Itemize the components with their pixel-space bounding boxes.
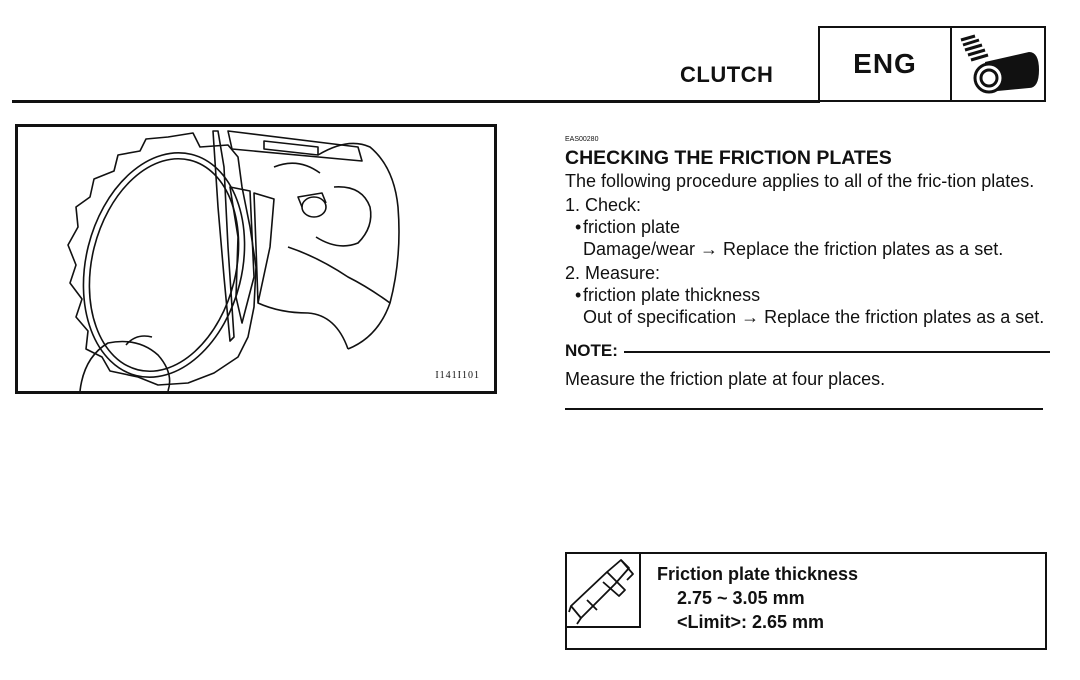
note-label: NOTE:	[565, 341, 618, 360]
figure-code: I141I101	[435, 370, 480, 381]
step-1: 1. Check: •friction plate Damage/wear → …	[565, 194, 1050, 260]
spec-limit: <Limit>: 2.65 mm	[677, 612, 825, 632]
reference-code: EAS00280	[565, 136, 599, 143]
step-item: •friction plate	[575, 217, 681, 237]
header-rule	[12, 100, 820, 103]
spec-title: Friction plate thickness	[657, 564, 859, 584]
step-action: Damage/wear → Replace the friction plate…	[583, 239, 1004, 259]
step-2: 2. Measure: •friction plate thickness Ou…	[565, 262, 1050, 328]
note-header: NOTE:	[565, 340, 1050, 362]
eng-badge: ENG	[818, 26, 1046, 102]
step-label: 2. Measure:	[565, 263, 661, 283]
section-title: CLUTCH	[680, 62, 774, 87]
illustration-caliper-friction-plate: I141I101	[15, 124, 497, 394]
eng-badge-label: ENG	[820, 28, 952, 100]
note-bottom-rule	[565, 408, 1043, 410]
step-action: Out of specification → Replace the frict…	[583, 307, 1045, 327]
caliper-icon	[565, 552, 641, 628]
engine-cylinder-icon	[952, 28, 1044, 100]
procedure-heading: CHECKING THE FRICTION PLATES	[565, 147, 892, 169]
note-text: Measure the friction plate at four place…	[565, 369, 886, 389]
step-label: 1. Check:	[565, 195, 642, 215]
step-item: •friction plate thickness	[575, 285, 761, 305]
spec-range: 2.75 ~ 3.05 mm	[677, 588, 805, 608]
procedure-text: EAS00280 CHECKING THE FRICTION PLATES Th…	[565, 136, 1050, 410]
bullet-icon: •	[575, 217, 582, 237]
bullet-icon: •	[575, 285, 582, 305]
spec-box: Friction plate thickness 2.75 ~ 3.05 mm …	[565, 552, 1047, 650]
intro-text: The following procedure applies to all o…	[565, 171, 1035, 191]
note-rule	[623, 351, 1050, 353]
